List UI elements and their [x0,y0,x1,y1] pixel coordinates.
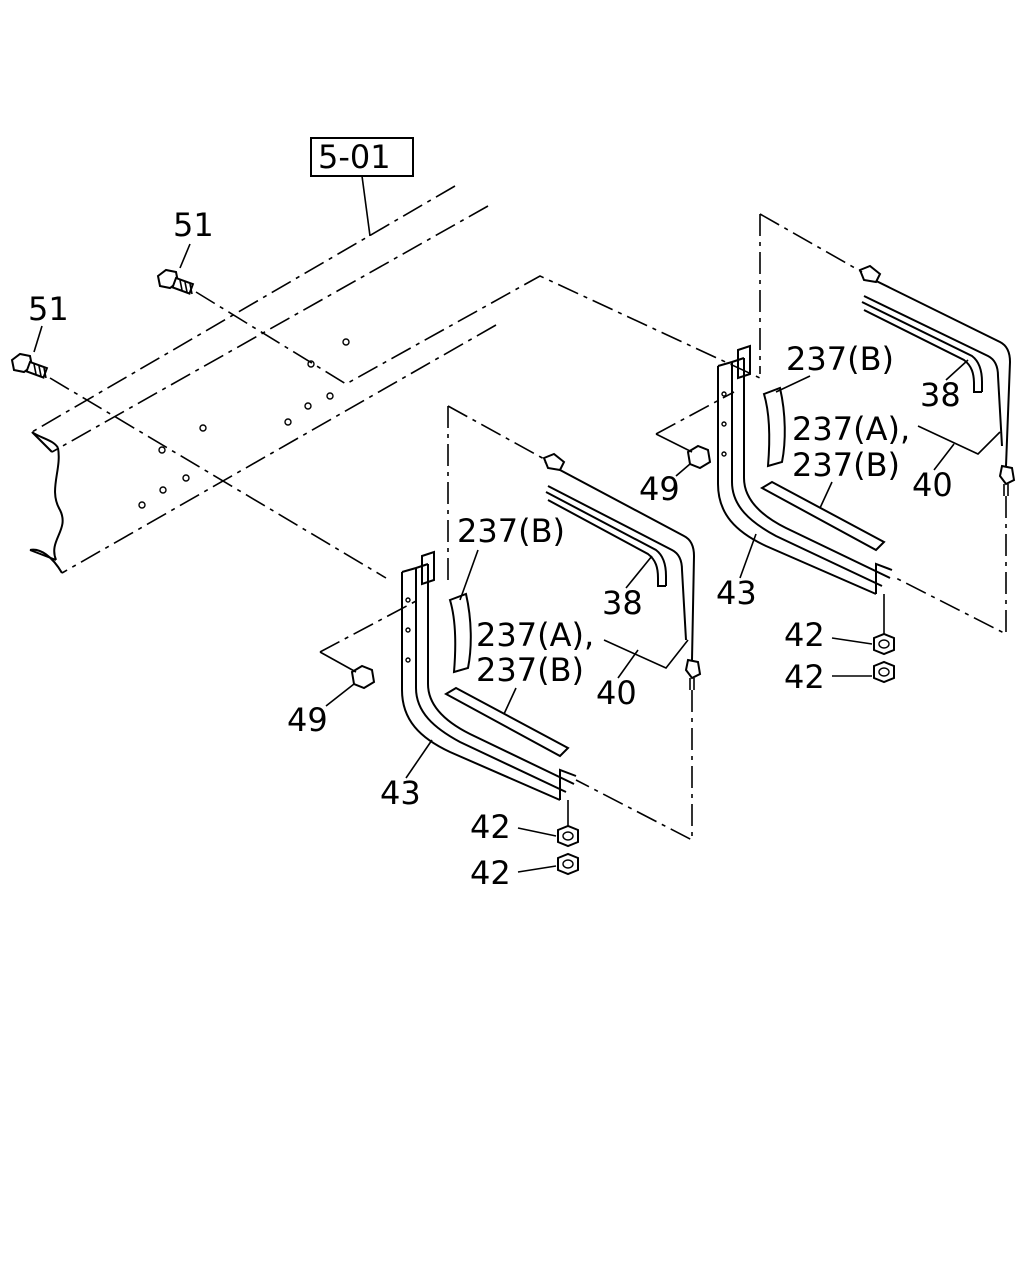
rear-strap[interactable] [858,264,1016,496]
reference-leader [361,175,371,237]
front-nut-42-bottom[interactable] [557,852,579,876]
bolt-upper-path [195,275,761,385]
front-nut-42-top[interactable] [557,824,579,848]
label-rear-seal-a: 237(A), [792,410,910,448]
label-rear-seal-b-bottom: 237(B) [792,446,900,484]
rail-hole [284,418,292,426]
bolt-lower-path [49,377,387,579]
rail-hole [182,474,190,482]
rear-nut-49[interactable] [686,444,712,470]
rail-hole [138,501,146,509]
rail-hole [304,402,312,410]
front-seal-237b-upper[interactable] [448,592,472,674]
rear-nut-42-bottom[interactable] [873,660,895,684]
bolt-lower[interactable] [10,352,49,379]
label-bolt-lower: 51 [28,290,69,328]
label-front-seal-b-bottom: 237(B) [476,651,584,689]
rail-hole [326,392,334,400]
label-front-bracket-43: 43 [380,774,421,812]
rear-40-bracket-leader [917,425,1001,455]
rail-hole [159,486,167,494]
label-front-nut-42-bottom: 42 [470,854,511,892]
rail-hole [342,338,350,346]
label-front-seal-b-top: 237(B) [457,512,565,550]
label-front-nut-49: 49 [287,701,328,739]
rail-hole [307,360,315,368]
rear-seal-237b-upper[interactable] [762,386,786,468]
label-front-seal-a: 237(A), [476,616,594,654]
label-rear-nut-42-top: 42 [784,616,825,654]
label-rear-nut-49: 49 [639,470,680,508]
label-rear-bracket-43: 43 [716,574,757,612]
label-rear-seal-b-top: 237(B) [786,340,894,378]
rear-nut-42-top[interactable] [873,632,895,656]
front-nut-49[interactable] [350,664,376,690]
front-bracket-43[interactable] [401,550,577,801]
rear-bracket-43[interactable] [717,344,893,595]
rail-hole [158,446,166,454]
label-front-strap-40: 40 [596,674,637,712]
front-40-bracket-leader [603,639,689,669]
rear-bracket-assembly [655,213,1016,684]
label-bolt-upper: 51 [173,206,214,244]
label-rear-strap-38: 38 [920,376,961,414]
frame-rail [29,185,497,574]
label-rear-nut-42-bottom: 42 [784,658,825,696]
rear-seal-237b-lower[interactable] [759,480,886,552]
rail-hole [199,424,207,432]
front-bracket-assembly [319,405,702,876]
reference-box-label: 5-01 [318,138,391,176]
front-strap[interactable] [542,452,702,690]
front-seal-237b-lower[interactable] [443,686,570,758]
label-front-nut-42-top: 42 [470,808,511,846]
label-front-strap-38: 38 [602,584,643,622]
reference-box[interactable]: 5-01 [310,137,414,177]
bolt-upper[interactable] [156,268,195,295]
label-rear-strap-40: 40 [912,466,953,504]
